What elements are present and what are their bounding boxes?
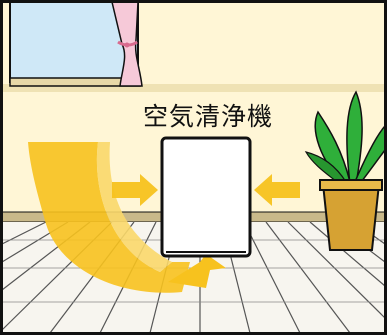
curtain-icon (111, 1, 143, 87)
airflow-arrow-icon (28, 142, 226, 293)
wall-molding (2, 84, 385, 92)
air-purifier-icon (160, 136, 252, 258)
side-airflow-arrows (112, 174, 300, 206)
air-purifier-label: 空気清浄機 (142, 102, 273, 131)
plant-icon (304, 90, 386, 251)
